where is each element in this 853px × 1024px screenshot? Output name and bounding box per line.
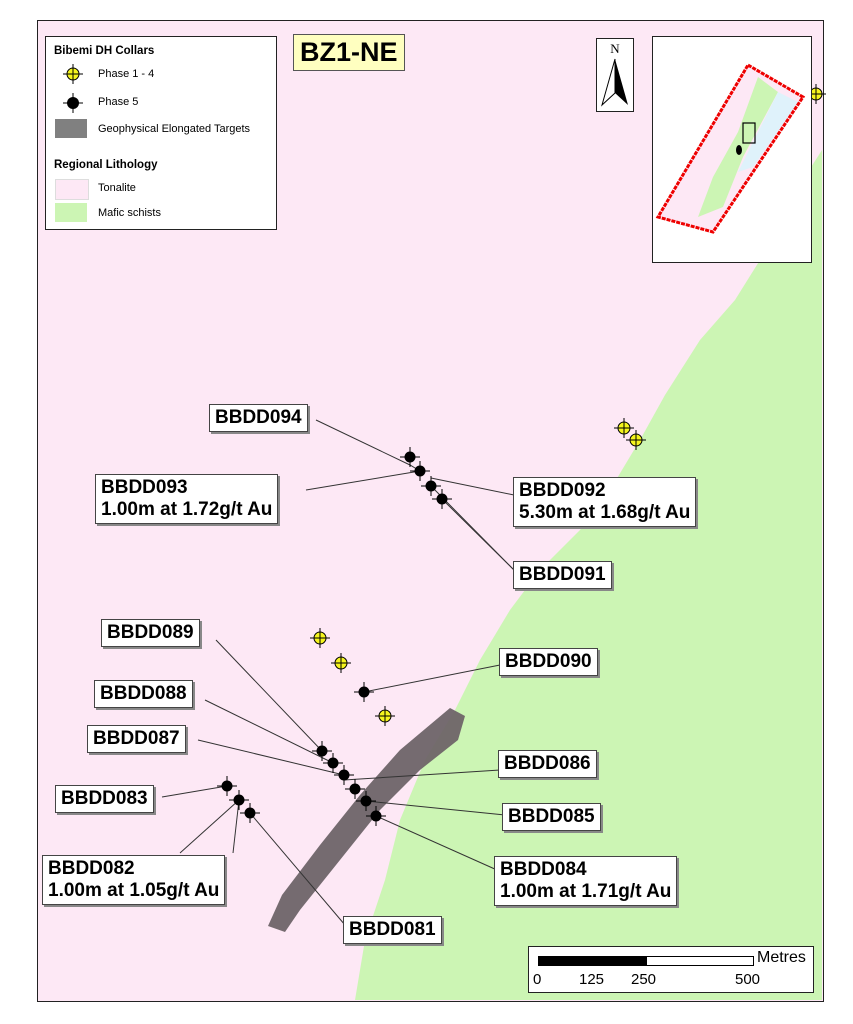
label-bbdd086: BBDD086	[498, 750, 597, 778]
legend-tonalite: Tonalite	[98, 182, 136, 194]
label-bbdd088: BBDD088	[94, 680, 193, 708]
assay-result: 1.00m at 1.05g/t Au	[48, 880, 220, 901]
scale-bar: Metres 0 125 250 500	[528, 946, 814, 993]
label-bbdd090: BBDD090	[499, 648, 598, 676]
scale-segment-black	[538, 956, 647, 966]
hole-id: BBDD082	[48, 858, 135, 879]
legend-mafic: Mafic schists	[98, 207, 161, 219]
geophysical-target	[268, 708, 465, 932]
phase5-collar	[366, 806, 386, 826]
legend-lithology-heading: Regional Lithology	[54, 159, 158, 171]
legend-collars-heading: Bibemi DH Collars	[54, 45, 155, 57]
phase14-collar	[375, 706, 395, 726]
north-label: N	[610, 41, 620, 56]
scale-tick: 125	[579, 971, 605, 988]
label-bbdd085: BBDD085	[502, 803, 601, 831]
phase5-collar	[421, 476, 441, 496]
phase14-collar	[614, 418, 634, 438]
legend: Bibemi DH Collars Phase 1 - 4 Phase 5 Ge…	[45, 36, 277, 230]
label-bbdd081: BBDD081	[343, 916, 442, 944]
targets-swatch	[55, 119, 87, 138]
inset-map	[652, 36, 812, 263]
phase5-collar	[345, 779, 365, 799]
phase14-symbol-icon	[63, 64, 83, 84]
north-arrow-icon	[601, 58, 628, 107]
phase14-collar	[310, 628, 330, 648]
hole-id: BBDD093	[101, 477, 188, 498]
tonalite-swatch	[55, 179, 89, 200]
hole-id: BBDD084	[500, 859, 587, 880]
hole-id: BBDD092	[519, 480, 606, 501]
scale-tick: 250	[631, 971, 657, 988]
phase5-collar	[410, 461, 430, 481]
label-bbdd094: BBDD094	[209, 404, 308, 432]
phase5-collar	[334, 765, 354, 785]
phase5-collar	[432, 489, 452, 509]
label-bbdd087: BBDD087	[87, 725, 186, 753]
label-bbdd089: BBDD089	[101, 619, 200, 647]
phase5-collar	[229, 790, 249, 810]
phase5-collar	[217, 776, 237, 796]
legend-phase5: Phase 5	[98, 96, 139, 108]
phase14-collar	[626, 430, 646, 450]
north-arrow: N	[596, 38, 634, 112]
scale-tick: 500	[735, 971, 761, 988]
map-title: BZ1-NE	[293, 34, 405, 71]
phase5-symbol-icon	[63, 93, 83, 113]
phase5-collar	[240, 803, 260, 823]
phase5-collar	[400, 447, 420, 467]
leader-lines	[161, 419, 515, 926]
phase14-collar	[331, 653, 351, 673]
label-bbdd091: BBDD091	[513, 561, 612, 589]
phase5-collar	[323, 753, 343, 773]
phase5-collar	[356, 791, 376, 811]
legend-targets: Geophysical Elongated Targets	[98, 123, 251, 135]
assay-result: 1.00m at 1.71g/t Au	[500, 881, 672, 902]
inset-map-graphic	[655, 62, 806, 234]
label-bbdd083: BBDD083	[55, 785, 154, 813]
mafic-swatch	[55, 203, 87, 222]
assay-result: 1.00m at 1.72g/t Au	[101, 499, 273, 520]
scale-unit: Metres	[757, 949, 806, 966]
scale-tick: 0	[533, 971, 542, 988]
legend-phase14: Phase 1 - 4	[98, 68, 155, 80]
assay-result: 5.30m at 1.68g/t Au	[519, 502, 691, 523]
phase14-collar	[806, 84, 826, 104]
phase5-collar	[312, 741, 332, 761]
phase5-collar	[354, 682, 374, 702]
scale-segment-white	[646, 956, 754, 966]
